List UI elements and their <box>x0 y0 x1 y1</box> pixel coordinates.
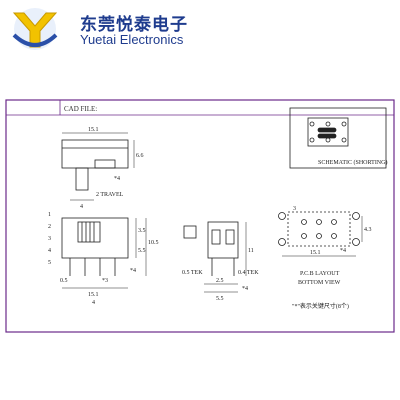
dim-bot-05: 0.5 <box>60 278 68 284</box>
pcb-layout <box>278 211 363 257</box>
schematic-caption: SCHEMATIC (SHORTING) <box>318 159 387 166</box>
dim-side-b: 5.5 <box>138 248 146 254</box>
actuator-slot <box>94 159 116 169</box>
dim-stem-right: *4 <box>114 176 120 182</box>
pcb-bottom-view: BOTTOM VIEW <box>298 280 341 286</box>
schematic-box <box>289 107 387 169</box>
logo-swoosh <box>12 33 58 47</box>
dim-bot-4: 4 <box>92 300 95 306</box>
schematic-pin <box>341 137 347 143</box>
end-actuator <box>183 225 197 239</box>
schematic-pin <box>325 121 331 127</box>
dim-end-tek-l: 0.5 TEK <box>182 270 203 276</box>
side-body <box>61 217 129 259</box>
schematic-inner <box>307 117 349 147</box>
dim-end-25: 2.5 <box>216 278 224 284</box>
dim-pcb-3: 3 <box>293 206 296 212</box>
side-view <box>61 217 147 289</box>
schematic-frame <box>289 107 387 169</box>
pcb-mount-hole <box>352 212 360 220</box>
callout-4: 4 <box>48 248 51 254</box>
dim-side-s: *4 <box>130 268 136 274</box>
dim-side-a: 3.5 <box>138 228 146 234</box>
schematic-contact <box>317 133 337 139</box>
dim-end-4: *4 <box>242 286 248 292</box>
callout-2: 2 <box>48 224 51 230</box>
dim-pcb-4: *4 <box>340 248 346 254</box>
pcb-mount-hole <box>278 212 286 220</box>
dim-end-h: 11 <box>248 248 254 254</box>
pcb-mount-hole <box>352 238 360 246</box>
end-contact <box>211 229 221 245</box>
dim-bot-3: *3 <box>102 278 108 284</box>
schematic-pin <box>309 137 315 143</box>
company-name-en: Yuetai Electronics <box>80 32 184 47</box>
dim-stem: 4 <box>80 204 83 210</box>
pcb-pad <box>301 233 307 239</box>
pcb-pad <box>301 219 307 225</box>
callout-1: 1 <box>48 212 51 218</box>
end-contact <box>225 229 235 245</box>
yuetai-logo-icon <box>12 8 58 50</box>
pcb-caption: P.C.B LAYOUT <box>300 271 340 277</box>
dim-end-55: 5.5 <box>216 296 224 302</box>
dim-top-height: 6.6 <box>136 153 144 159</box>
schematic-pin <box>325 137 331 143</box>
pcb-pad <box>331 219 337 225</box>
logo-y-mark <box>12 12 58 48</box>
dim-side-h: 10.5 <box>148 240 159 246</box>
pcb-pad <box>331 233 337 239</box>
pcb-pad <box>316 219 322 225</box>
dim-pcb-151: 15.1 <box>310 250 321 256</box>
pcb-pad <box>316 233 322 239</box>
actuator-stem <box>75 167 89 191</box>
dim-top-width: 15.1 <box>88 127 99 133</box>
drawing-frame <box>5 99 395 333</box>
dim-bot-total: 15.1 <box>88 292 99 298</box>
callout-3: 3 <box>48 236 51 242</box>
travel-note: 2 TRAVEL <box>96 192 124 198</box>
schematic-contact <box>317 127 337 133</box>
top-view <box>61 132 135 201</box>
critical-dims-note: "*"表示关键尺寸(8个) <box>292 302 349 310</box>
schematic-pin <box>309 121 315 127</box>
company-name-cn: 东莞悦泰电子 <box>80 15 188 35</box>
dim-end-tek-r: 0.4 TEK <box>238 270 259 276</box>
pcb-mount-hole <box>278 238 286 246</box>
pcb-outline <box>287 211 351 247</box>
cad-file-label: CAD FILE: <box>64 105 97 113</box>
dim-pcb-43: 4.3 <box>364 227 372 233</box>
callout-5: 5 <box>48 260 51 266</box>
schematic-pin <box>341 121 347 127</box>
end-view <box>183 221 247 293</box>
end-body <box>207 221 239 259</box>
side-actuator <box>77 221 101 243</box>
